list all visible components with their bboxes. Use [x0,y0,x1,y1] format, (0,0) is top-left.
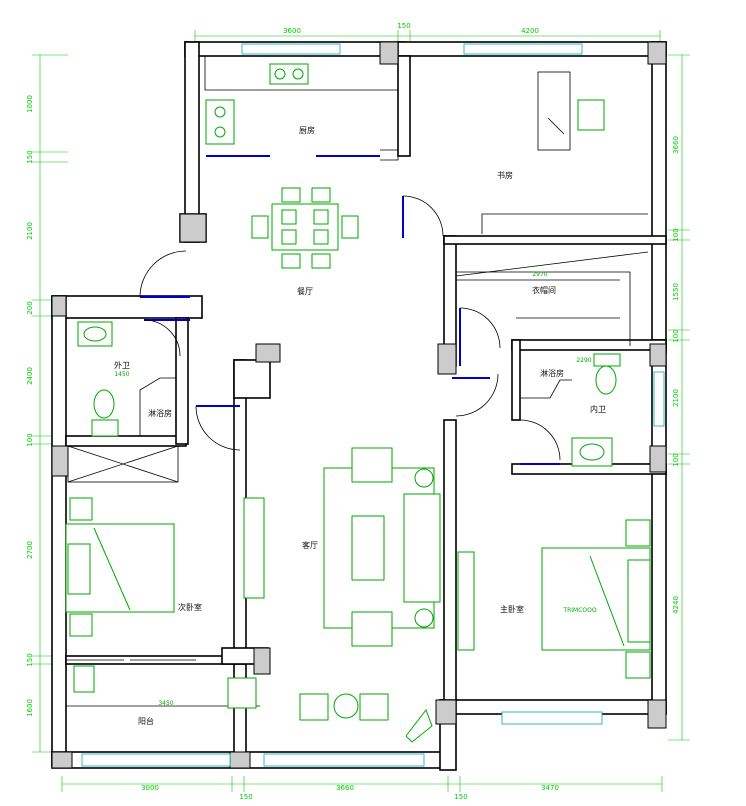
dim-left-4: 200 [26,301,34,314]
label-living: 客厅 [302,540,318,550]
master-bedroom-bed [541,519,651,679]
dim-right-3: 1550 [672,283,680,301]
door-tracks [140,155,560,465]
dim-left-6: 100 [26,433,34,446]
closet-shelves [455,213,649,346]
dim-right-6: 100 [672,453,680,466]
label-dining: 餐厅 [297,287,313,296]
dim-left-5: 2400 [26,367,34,385]
label-balcony: 阳台 [138,716,154,726]
room-labels: 厨房 书房 餐厅 衣帽间 外卫 淋浴房 淋浴房 内卫 客厅 次卧室 主卧室 阳台… [114,125,606,726]
public-bath-fixtures [67,321,179,483]
second-bedroom-bed [65,497,175,637]
dim-bottom-5: 3470 [541,784,559,792]
dining-table [251,187,359,269]
dim-left-8: 150 [26,653,34,666]
living-room-furniture [243,447,475,651]
label-closet: 衣帽间 [532,285,556,295]
study-furniture [537,71,605,151]
dim-left-7: 2700 [26,541,34,559]
dim-top-1: 3600 [283,27,301,35]
label-second-bedroom: 次卧室 [178,602,202,612]
dim-right-5: 2100 [672,389,680,407]
label-study: 书房 [497,170,513,180]
dim-right-7: 4240 [672,596,680,614]
kitchen-fixtures [204,56,399,161]
dim-bottom-4: 150 [454,793,467,801]
dim-top-3: 4200 [521,27,539,35]
columns [51,41,667,769]
door-swings [139,195,561,461]
dim-left-3: 2100 [26,222,34,240]
dim-right-2: 100 [672,228,680,241]
dim-top-2: 150 [397,22,410,30]
dim-bottom-2: 150 [239,793,252,801]
walls [51,41,667,771]
balcony-items [66,665,433,743]
label-shower-public: 淋浴房 [148,408,172,418]
dim-bath-width: 1450 [114,371,129,378]
label-shower-master: 淋浴房 [540,368,564,378]
dim-bottom-3: 3660 [336,784,354,792]
dim-closet-width: 2970 [532,271,547,278]
dim-bottom-1: 3000 [141,784,159,792]
label-bath-master: 内卫 [590,404,606,414]
inner-bath-fixtures [520,353,621,467]
dim-shower-label: 2290 [576,357,591,364]
label-bath-public: 外卫 [114,360,130,370]
dim-balcony-width: 3450 [158,700,173,707]
label-kitchen: 厨房 [299,125,315,135]
windows [81,43,665,767]
bed-annotation: TRIMCOOO [562,607,596,614]
dim-left-2: 150 [26,150,34,163]
label-master-bedroom: 主卧室 [500,604,524,614]
dim-left-1: 1000 [26,95,34,113]
dimension-texts: 3600 150 4200 3000 150 3660 150 3470 100… [26,22,680,801]
dim-right-4: 100 [672,329,680,342]
dim-right-1: 3660 [672,136,680,154]
dim-left-9: 1600 [26,699,34,717]
